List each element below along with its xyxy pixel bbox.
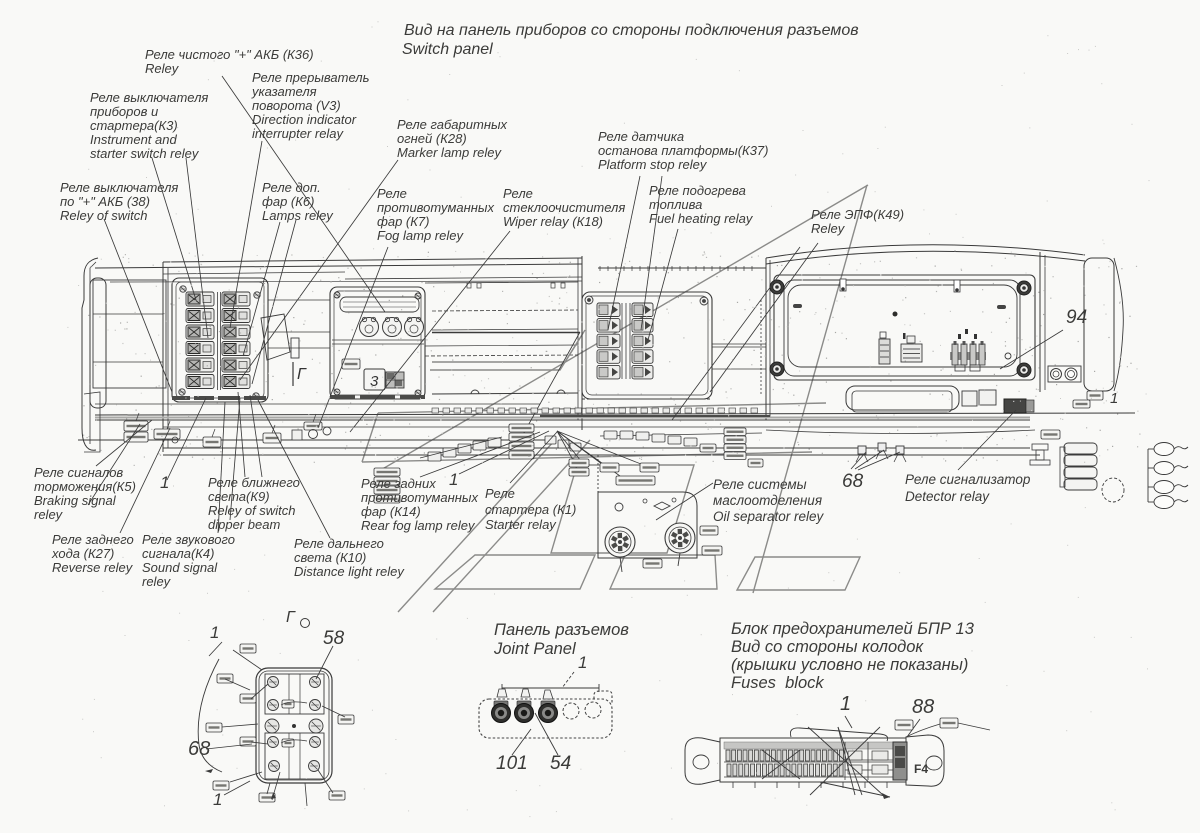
svg-text:Г: Г	[297, 366, 307, 383]
svg-text:3: 3	[370, 373, 379, 390]
